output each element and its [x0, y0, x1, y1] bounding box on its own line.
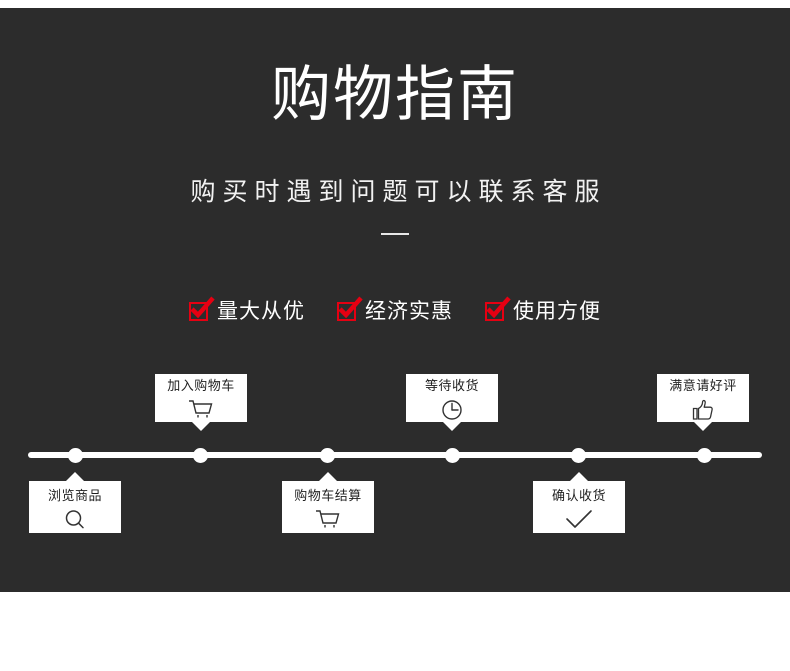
shopping-guide-panel: 购物指南 购买时遇到问题可以联系客服 量大从优 经济实惠 [0, 8, 790, 592]
feature-item: 使用方便 [485, 296, 601, 323]
timeline-dot [696, 448, 712, 463]
check-icon [533, 508, 625, 532]
feature-label: 经济实惠 [365, 299, 453, 323]
timeline-step-label: 等待收货 [424, 379, 479, 394]
timeline-step[interactable]: 等待收货 [406, 374, 498, 431]
timeline-step-label: 加入购物车 [167, 379, 235, 394]
timeline-dot [444, 448, 460, 463]
page-subtitle: 购买时遇到问题可以联系客服 [190, 177, 607, 206]
title-divider [381, 233, 409, 235]
callout-arrow-icon [319, 472, 337, 481]
timeline-step-label: 满意请好评 [669, 379, 737, 394]
feature-item: 经济实惠 [337, 296, 453, 323]
shopping-cart-icon [155, 398, 247, 422]
callout-arrow-icon [192, 422, 210, 431]
timeline-step-label: 浏览商品 [47, 489, 102, 504]
timeline-dot [67, 448, 83, 463]
checkbox-checked-icon [189, 296, 215, 321]
timeline-step[interactable]: 浏览商品 [29, 472, 121, 533]
search-icon [29, 508, 121, 532]
timeline-step[interactable]: 购物车结算 [282, 472, 374, 533]
timeline-step[interactable]: 加入购物车 [155, 374, 247, 431]
timeline-step[interactable]: 满意请好评 [657, 374, 749, 431]
timeline-dot [319, 448, 335, 463]
timeline-dot [570, 448, 586, 463]
timeline-step-label: 确认收货 [551, 489, 606, 504]
timeline-dot [192, 448, 208, 463]
timeline-step-label: 购物车结算 [294, 489, 362, 504]
purchase-flow-timeline: 浏览商品 加入购物车 购物车结算 [0, 368, 790, 548]
callout-arrow-icon [443, 422, 461, 431]
callout-arrow-icon [570, 472, 588, 481]
timeline-track [28, 452, 762, 458]
checkbox-checked-icon [485, 296, 511, 321]
timeline-step[interactable]: 确认收货 [533, 472, 625, 533]
feature-label: 量大从优 [217, 299, 305, 323]
clock-icon [406, 398, 498, 422]
callout-arrow-icon [694, 422, 712, 431]
feature-list: 量大从优 经济实惠 使用方便 [0, 296, 790, 323]
callout-arrow-icon [66, 472, 84, 481]
thumbs-up-icon [657, 398, 749, 422]
checkbox-checked-icon [337, 296, 363, 321]
feature-item: 量大从优 [189, 296, 305, 323]
page-title: 购物指南 [271, 60, 519, 130]
shopping-cart-icon [282, 508, 374, 532]
feature-label: 使用方便 [513, 299, 601, 323]
